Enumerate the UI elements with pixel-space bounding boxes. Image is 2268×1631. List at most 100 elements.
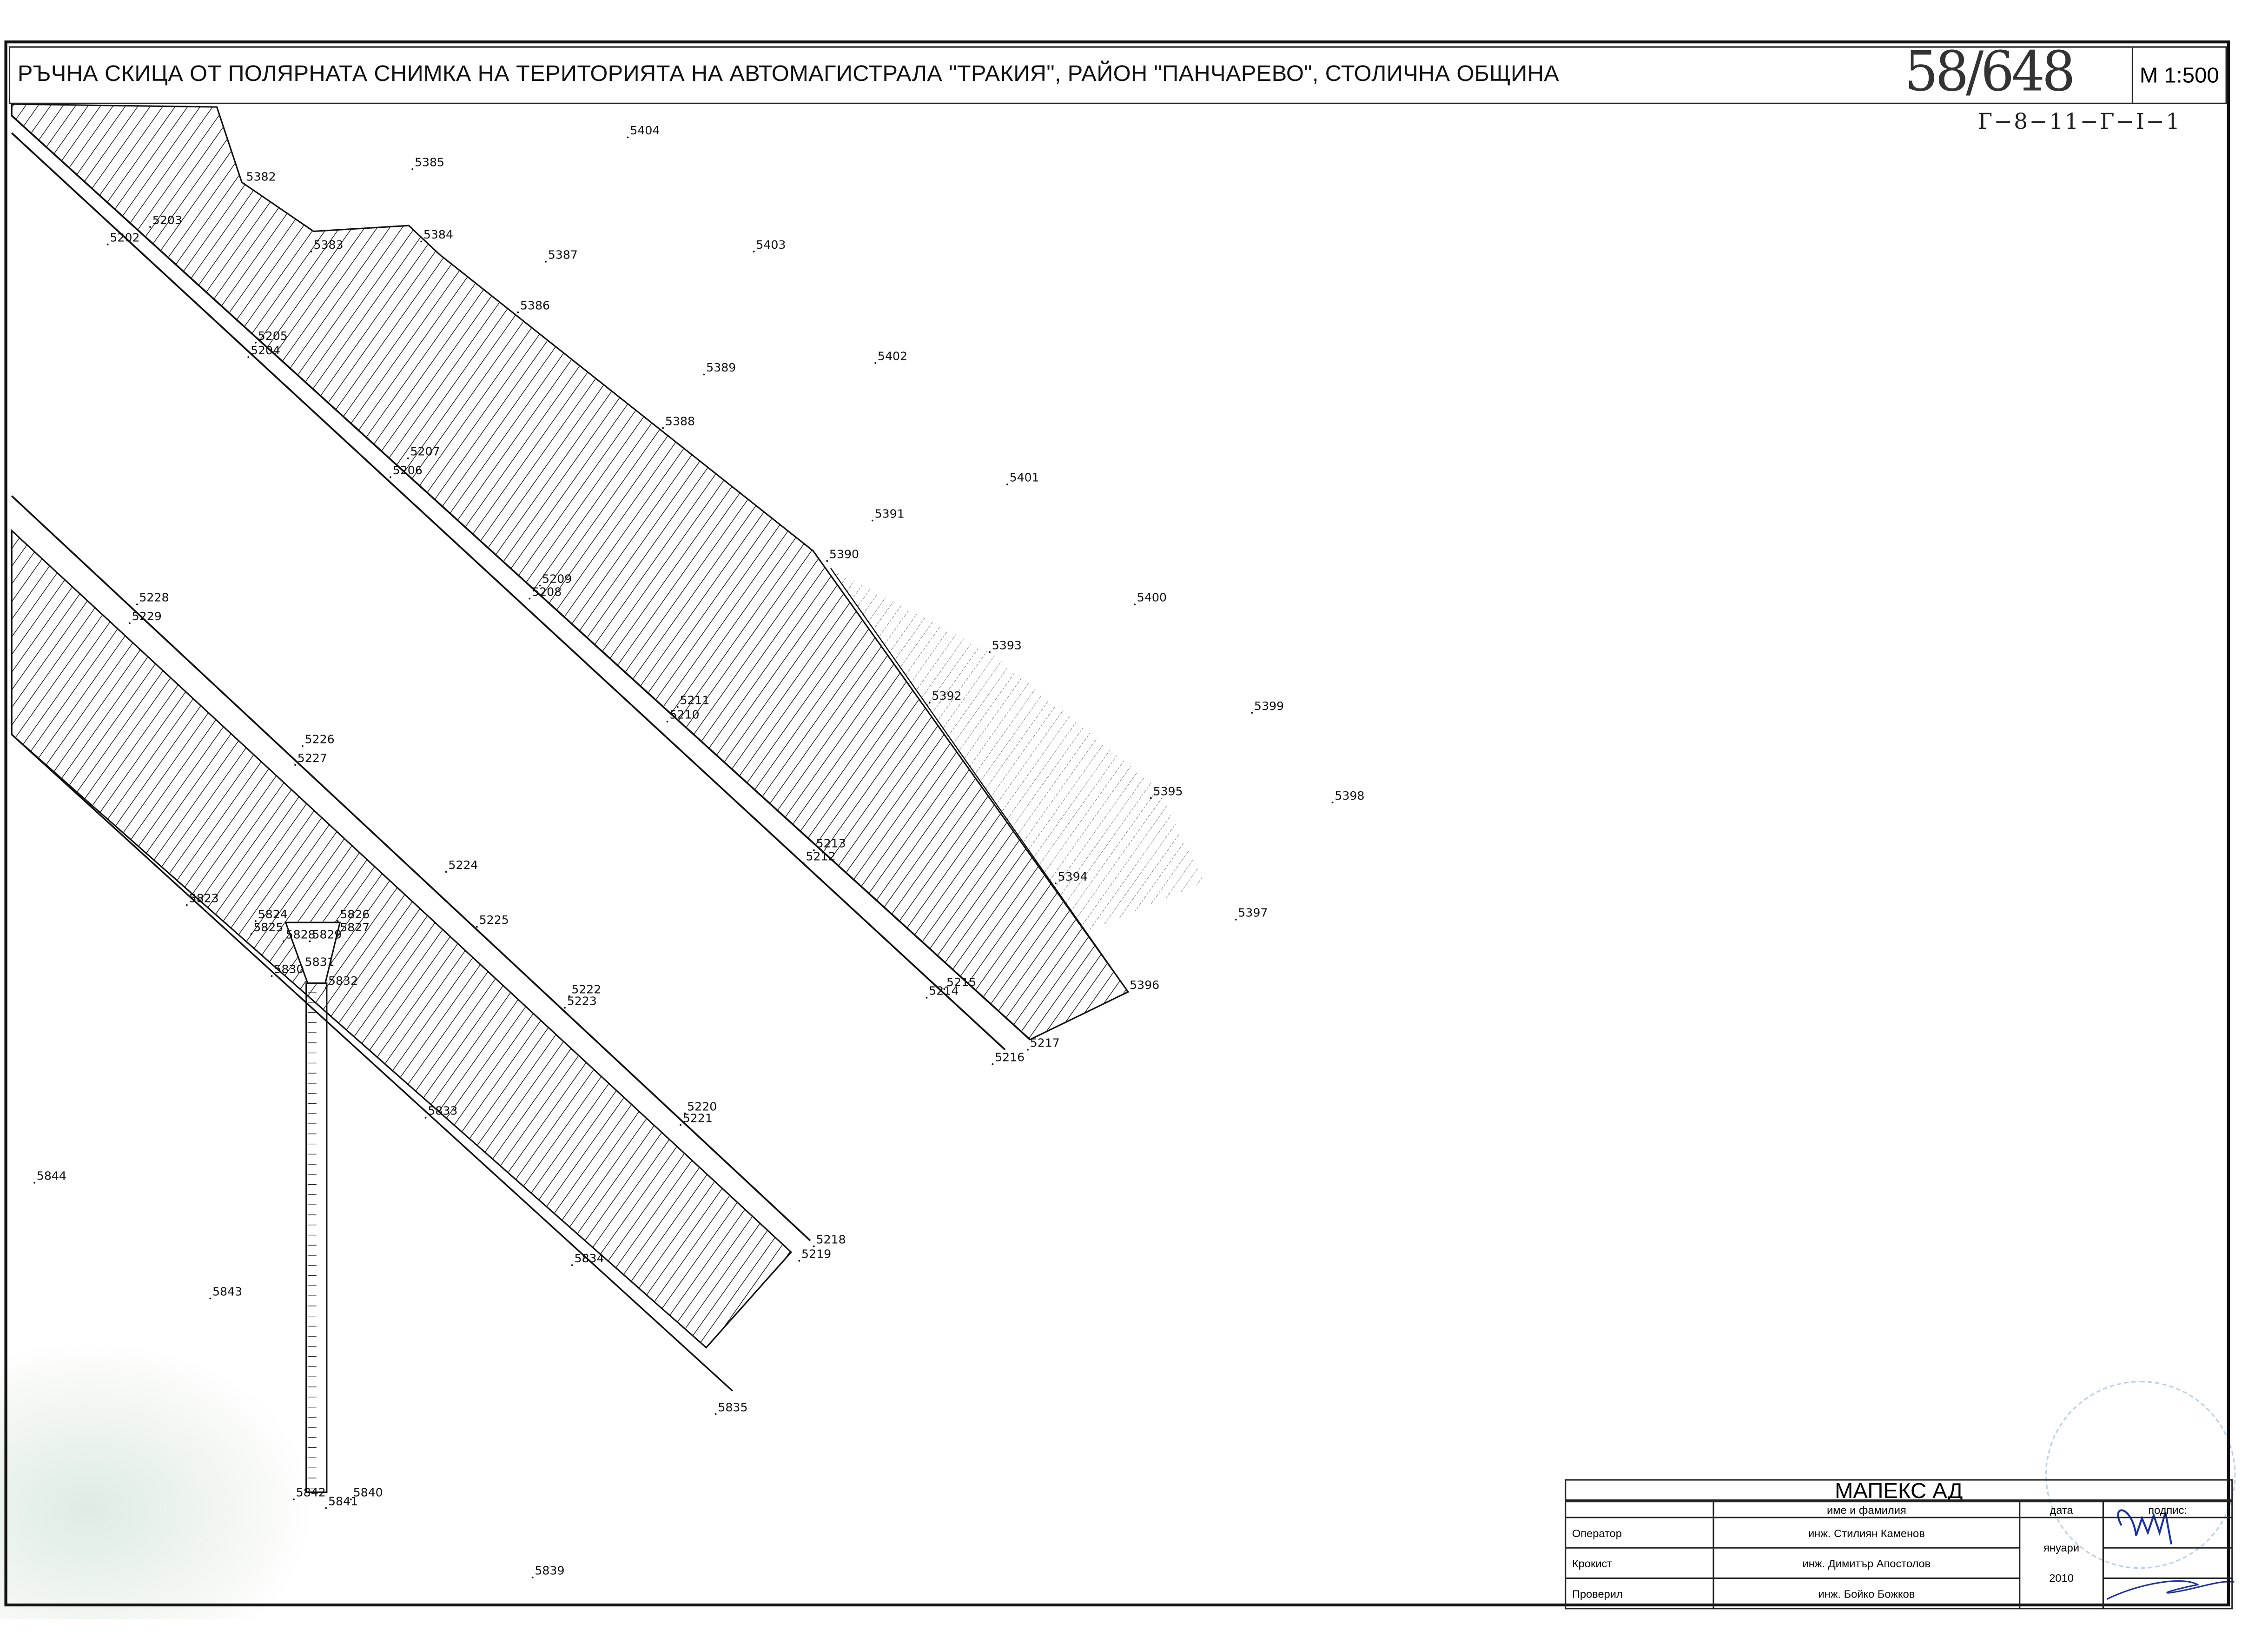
point-marker [420,240,423,243]
signatures-table: име и фамилия дата подпис: Оператор инж.… [1565,1501,2233,1610]
point-label: 5402 [878,350,907,363]
point-marker [666,720,668,723]
role: Проверил [1565,1577,1714,1610]
point-label: 5209 [542,572,572,585]
point-marker [564,1007,566,1009]
point-marker [33,1182,35,1184]
person-name: инж. Димитър Апостолов [1713,1547,2021,1579]
point-label: 5204 [251,344,280,357]
point-marker [337,920,339,922]
point-label: 5383 [313,238,343,252]
point-label: 5212 [806,850,835,863]
point-marker [309,940,311,942]
point-label: 5401 [1010,471,1039,484]
point-label: 5388 [665,414,695,428]
point-marker [826,560,828,562]
date-month: януари [2043,1541,2080,1555]
point-marker [753,251,755,252]
point-marker [627,136,629,139]
point-label: 5835 [718,1400,747,1414]
upper-slope-light [831,568,1204,933]
point-label: 5394 [1058,870,1088,883]
point-marker [1251,712,1253,714]
point-label: 5831 [305,955,335,969]
point-label: 5228 [139,591,169,604]
culvert-channel [305,982,328,1493]
point-marker [662,427,664,429]
person-name: инж. Бойко Божков [1713,1577,2021,1610]
point-marker [337,933,339,935]
point-marker [943,988,946,990]
point-label: 5840 [353,1486,383,1499]
point-marker [571,1264,573,1266]
table-row: Проверил инж. Бойко Божков [1565,1577,2233,1610]
table-row: Оператор инж. Стилиян Каменов януари 201… [1565,1517,2233,1610]
lower-road-edge [11,495,811,1241]
point-marker [282,940,284,942]
point-marker [350,1498,352,1500]
point-marker [676,706,679,708]
point-marker [129,622,131,624]
point-label: 5395 [1153,785,1183,798]
point-marker [928,702,931,704]
col-name-header: име и фамилия [1713,1501,2021,1518]
point-marker [1150,797,1152,799]
point-marker [874,362,877,364]
point-marker [407,457,409,459]
upper-road-edge [11,132,1006,1051]
point-marker [390,476,391,478]
point-label: 5391 [875,507,905,520]
point-marker [325,987,327,988]
point-marker [989,651,991,653]
point-marker [872,519,873,522]
point-marker [1027,1048,1029,1051]
sheet-frame [4,40,2230,1607]
point-marker [301,968,304,970]
col-sign-header: подпис: [2102,1501,2233,1518]
point-label: 5825 [253,921,283,934]
point-label: 5206 [393,464,423,477]
lower-embankment-toe [11,734,734,1392]
point-label: 5397 [1238,906,1268,920]
point-marker [136,603,138,605]
point-label: 5398 [1335,789,1364,802]
point-label: 5826 [340,908,370,921]
point-label: 5207 [410,445,440,458]
point-marker [476,926,478,928]
title-bar [8,46,2132,104]
company-name: МАПЕКС АД [1565,1479,2233,1501]
point-label: 5829 [312,928,342,941]
point-marker [992,1063,994,1065]
map-scale: M 1:500 [2131,46,2227,104]
point-label: 5222 [571,983,601,996]
point-marker [568,995,570,997]
point-label: 5220 [687,1100,717,1114]
signature-cell [2102,1547,2233,1579]
point-marker [1331,802,1334,803]
point-marker [294,764,296,766]
point-label: 5842 [296,1486,326,1499]
point-label: 5208 [532,585,562,598]
point-label: 5827 [340,921,370,934]
point-marker [1006,483,1008,485]
point-label: 5216 [995,1051,1025,1064]
point-label: 5400 [1137,591,1167,604]
water-stain [0,1345,308,1620]
point-marker [255,342,257,344]
point-marker [1054,882,1057,885]
point-label: 5404 [630,124,660,137]
point-marker [247,356,250,358]
date-year: 2010 [2049,1571,2074,1585]
point-marker [1126,991,1129,993]
point-marker [539,584,541,587]
point-label: 5833 [428,1104,457,1118]
point-marker [926,996,928,999]
point-label: 5384 [423,228,453,241]
point-label: 5224 [448,858,478,872]
survey-points: 5404538553825203520253835384538754035386… [33,124,1364,1578]
point-marker [411,168,414,170]
point-label: 5832 [328,974,358,988]
point-label: 5213 [816,837,846,850]
point-label: 5843 [212,1285,242,1299]
